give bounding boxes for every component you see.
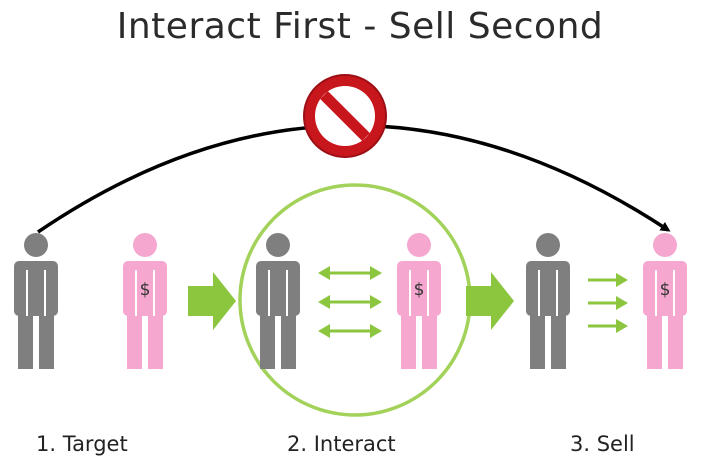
double-headed-arrow-icon bbox=[318, 295, 382, 309]
dollar-sign: $ bbox=[660, 280, 671, 300]
green-block-arrow-icon bbox=[188, 272, 236, 330]
page-title: Interact First - Sell Second bbox=[116, 6, 604, 47]
right-arrow-icon bbox=[588, 273, 628, 287]
double-headed-arrow-icon bbox=[318, 266, 382, 280]
person-pink-icon: $ bbox=[123, 233, 167, 369]
person-gray-icon bbox=[14, 233, 58, 369]
step-label-interact: 2. Interact bbox=[287, 432, 396, 456]
right-arrow-icon bbox=[588, 296, 628, 310]
person-pink-icon: $ bbox=[397, 233, 441, 369]
green-block-arrow-icon bbox=[466, 272, 514, 330]
step-label-target: 1. Target bbox=[36, 432, 128, 456]
no-entry-sign-icon bbox=[303, 74, 387, 158]
person-gray-icon bbox=[526, 233, 570, 369]
person-gray-icon bbox=[256, 233, 300, 369]
dollar-sign: $ bbox=[140, 280, 151, 300]
double-headed-arrow-icon bbox=[318, 324, 382, 338]
person-pink-icon: $ bbox=[643, 233, 687, 369]
step-label-sell: 3. Sell bbox=[570, 432, 635, 456]
dollar-sign: $ bbox=[414, 280, 425, 300]
right-arrow-icon bbox=[588, 319, 628, 333]
